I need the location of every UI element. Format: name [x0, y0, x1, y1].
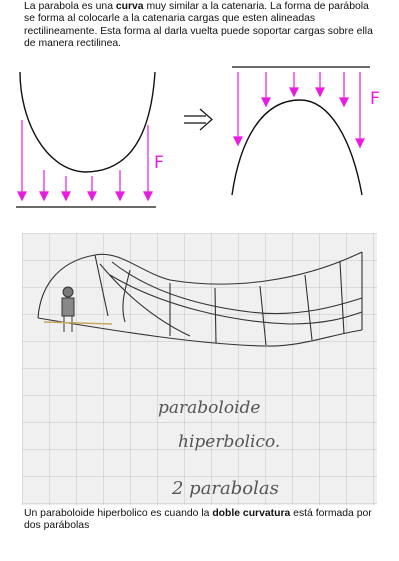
force-label-left: F [154, 153, 164, 173]
left-load-arrows [17, 120, 153, 202]
force-label-right: F [370, 89, 380, 109]
handwritten-paraboloide: paraboloide [158, 398, 260, 418]
grid-paper [22, 233, 377, 505]
intro-text-2: muy similar a la catenaria. La forma de … [24, 1, 373, 50]
handwritten-2-parabolas: 2 parabolas [171, 478, 279, 499]
hanging-curve [19, 71, 156, 173]
intro-paragraph: La parabola es una curva muy similar a l… [24, 1, 376, 51]
caption-bold-doble-curvatura: doble curvatura [212, 508, 291, 519]
caption-text-1: Un paraboloide hiperbolico es cuando la [24, 508, 213, 519]
catenary-sketch: F F [16, 66, 380, 208]
caption-text-2: está formada por dos parábolas [24, 508, 372, 532]
handwritten-hiperbolico: hiperbolico. [178, 432, 280, 452]
paraboloid-drawing [37, 251, 363, 347]
arch-curve [231, 99, 363, 196]
intro-bold-curva: curva [115, 1, 144, 12]
intro-text-1: La parabola es una [24, 1, 116, 12]
caption-paragraph: Un paraboloide hiperbolico es cuando la … [24, 508, 376, 533]
right-load-arrows [233, 72, 365, 149]
implies-arrow-icon [184, 108, 213, 131]
person-figure [43, 286, 113, 332]
